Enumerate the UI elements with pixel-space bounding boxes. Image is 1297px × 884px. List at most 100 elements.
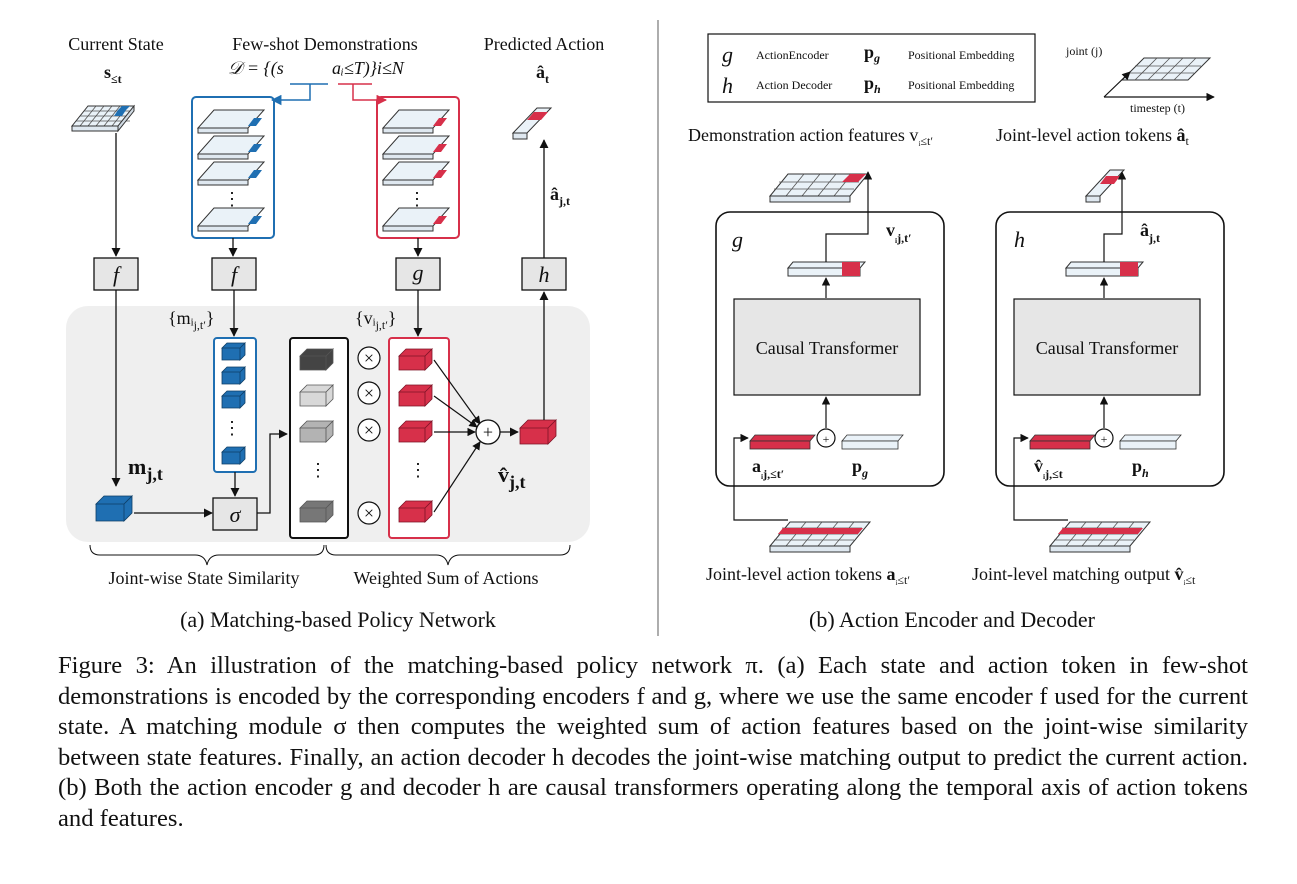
pg-label: pg [852, 456, 868, 480]
encoder-transformer-label: Causal Transformer [756, 338, 899, 358]
timestep-axis-label: timestep (t) [1130, 101, 1185, 115]
m-set-label: {mᵢj,t′} [168, 308, 215, 332]
a-jt-label: âj,t [550, 184, 570, 208]
m-jt-label: mj,t [128, 454, 163, 484]
decoder-input-row [1029, 434, 1096, 450]
sum-arrows [433, 359, 481, 513]
legend-box [707, 33, 1036, 103]
demos-action-arrow [352, 84, 388, 106]
encoder-feature-row [786, 261, 867, 277]
figure-caption-text: Figure 3: An illustration of the matchin… [58, 652, 1248, 832]
encoder-plus: + [823, 432, 830, 446]
demo-state-grids: ⋮ [196, 109, 266, 232]
svg-text:×: × [364, 420, 374, 440]
sigma-to-weights-arrow [257, 429, 288, 514]
decoder-transformer [1013, 298, 1201, 396]
ph-label: ph [1132, 456, 1149, 480]
weights-dots: ⋮ [309, 460, 327, 480]
svg-text:Positional Embedding: Positional Embedding [908, 78, 1014, 92]
svg-text:Action Decoder: Action Decoder [756, 78, 832, 92]
brace-right-label: Weighted Sum of Actions [353, 568, 538, 588]
figure-diagram: Current State s≤t Few-shot Demonstration… [66, 20, 1225, 636]
svg-text:h: h [722, 73, 733, 98]
demos-formula: 𝒟 = {(s [228, 58, 284, 79]
encoder-input-arrow [733, 433, 788, 521]
v-set-label: {vᵢj,t′} [355, 308, 397, 332]
brace-left [89, 544, 325, 566]
decoder-feature-row [1064, 261, 1145, 277]
ph-row [1119, 434, 1182, 450]
panel-a-caption: (a) Matching-based Policy Network [180, 607, 496, 632]
predicted-action-grid [511, 107, 553, 140]
axes-legend-grid [1120, 57, 1212, 81]
predicted-action-title: Predicted Action [484, 34, 604, 54]
v-feature-cubes [398, 348, 433, 523]
decoder-input-grid [1048, 521, 1152, 553]
weight-cubes [299, 348, 334, 523]
encoder-input-grid [768, 521, 872, 553]
joint-axis-label: joint (j) [1065, 44, 1102, 58]
decoder-input-label: v̂ᵢj,≤t [1034, 456, 1063, 481]
m-feature-cubes [221, 342, 246, 465]
decoder-sum-node [1094, 428, 1114, 448]
decoder-transformer-label: Causal Transformer [1036, 338, 1179, 358]
m-dots: ⋮ [223, 418, 241, 438]
h-decoder-label: h [539, 262, 550, 287]
svg-text:×: × [364, 348, 374, 368]
f-encoder-box [93, 257, 139, 291]
encoder-transformer [733, 298, 921, 396]
multiply-symbols: × × × × [357, 346, 381, 525]
encoder-output-grid [768, 173, 870, 203]
decoder-letter: h [1014, 227, 1025, 252]
svg-text:Positional Embedding: Positional Embedding [908, 48, 1014, 62]
decoder-output-label: âj,t [1140, 220, 1160, 245]
encoder-input-label: aᵢj,≤t′ [752, 456, 784, 481]
brace-right [325, 544, 571, 566]
decoder-title: Joint-level action tokens ât [996, 125, 1189, 148]
pg-row [841, 434, 904, 450]
current-state-title: Current State [68, 34, 163, 54]
svg-text:×: × [364, 383, 374, 403]
encoder-sum-node [816, 428, 836, 448]
panel-b-caption: (b) Action Encoder and Decoder [809, 607, 1096, 632]
sigma-label: σ [230, 502, 242, 527]
svg-text:ActionEncoder: ActionEncoder [756, 48, 829, 62]
brace-left-label: Joint-wise State Similarity [109, 568, 300, 588]
v-hat-label: v̂j,t [498, 462, 526, 492]
encoder-title: Demonstration action features vᵢ≤t′ [688, 125, 933, 148]
encoder-bottom-label: Joint-level action tokens aᵢ≤t′ [706, 564, 910, 587]
demo-action-grids: ⋮ [381, 109, 451, 232]
svg-text:⋮: ⋮ [408, 189, 426, 209]
v-dots: ⋮ [409, 460, 427, 480]
v-hat-cube [519, 419, 557, 445]
encoder-input-row [749, 434, 816, 450]
current-state-grid [70, 104, 136, 133]
f-encoder-box-demo [211, 257, 257, 291]
encoder-output-label: vᵢj,t′ [886, 220, 912, 245]
sigma-box [212, 497, 258, 531]
h-decoder-box [521, 257, 567, 291]
encoder-feature-arrow [825, 171, 873, 262]
svg-text:pg: pg [864, 42, 880, 65]
decoder-input-arrow [1013, 433, 1068, 521]
current-state-symbol: s≤t [104, 62, 122, 86]
predicted-action-symbol: ât [536, 62, 549, 86]
legend: g ActionEncoder pg Positional Embedding … [722, 42, 1014, 98]
svg-text:ph: ph [864, 73, 881, 96]
decoder-bottom-label: Joint-level matching output v̂ᵢ≤t [972, 564, 1196, 587]
figure-caption: Figure 3: An illustration of the matchin… [58, 651, 1248, 834]
m-jt-cube [95, 495, 133, 522]
demos-formula-tail: aᵢ≤T)}i≤N [332, 58, 405, 79]
decoder-feature-arrow [1103, 171, 1127, 262]
g-encoder-label: g [413, 260, 424, 285]
svg-text:g: g [722, 42, 733, 67]
decoder-output-grid [1084, 169, 1126, 203]
svg-text:⋮: ⋮ [223, 189, 241, 209]
plus-symbol: + [483, 422, 493, 442]
encoder-letter: g [732, 227, 743, 252]
f-encoder-demo-label: f [231, 262, 240, 287]
demos-state-arrow [270, 84, 311, 106]
demos-title: Few-shot Demonstrations [232, 34, 417, 54]
f-encoder-label: f [113, 262, 122, 287]
joint-axis-arrow [1103, 71, 1131, 98]
